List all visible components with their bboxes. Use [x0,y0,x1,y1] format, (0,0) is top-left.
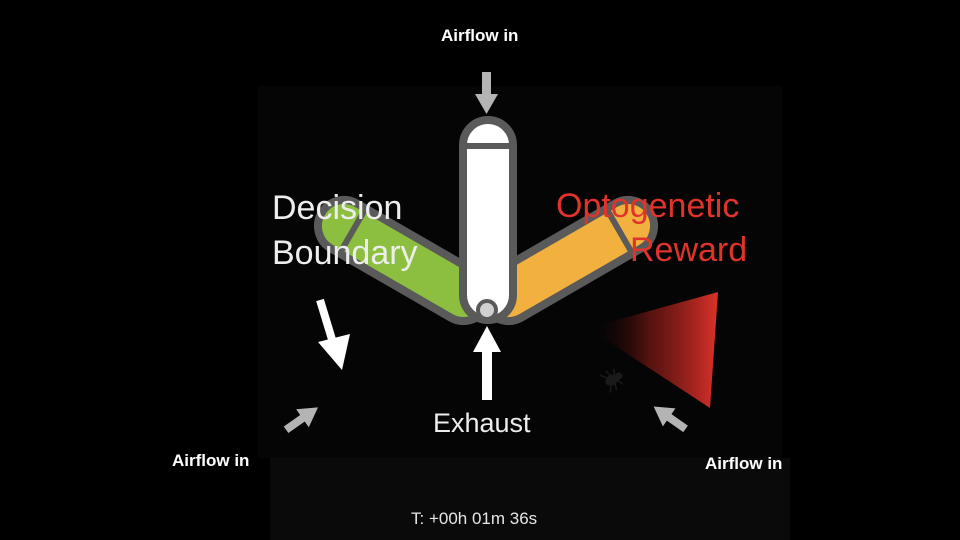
airflow-label-left: Airflow in [172,451,250,470]
exhaust-label: Exhaust [433,408,531,438]
airflow-label-right: Airflow in [705,454,783,473]
reward-label-line2: Reward [630,231,748,269]
timer-readout: T: +00h 01m 36s [411,509,538,528]
decision-label-line2: Boundary [272,234,418,272]
airflow-arrow-top [475,72,498,114]
top-arm [459,116,517,324]
decision-label-line1: Decision [272,189,403,227]
light-beam-icon [588,292,718,408]
exhaust-port [476,299,498,321]
decision-boundary-line [338,208,368,254]
decision-boundary-arrow [316,298,350,370]
right-arm-end-line [604,208,634,254]
fly-icon [599,368,624,393]
airflow-label-top: Airflow in [441,26,519,45]
bottom-strip [270,458,790,540]
reward-label-line1: Optogenetic [556,187,740,225]
exhaust-arrow [473,326,501,400]
airflow-arrow-right [653,406,688,433]
airflow-arrow-left [283,407,319,434]
